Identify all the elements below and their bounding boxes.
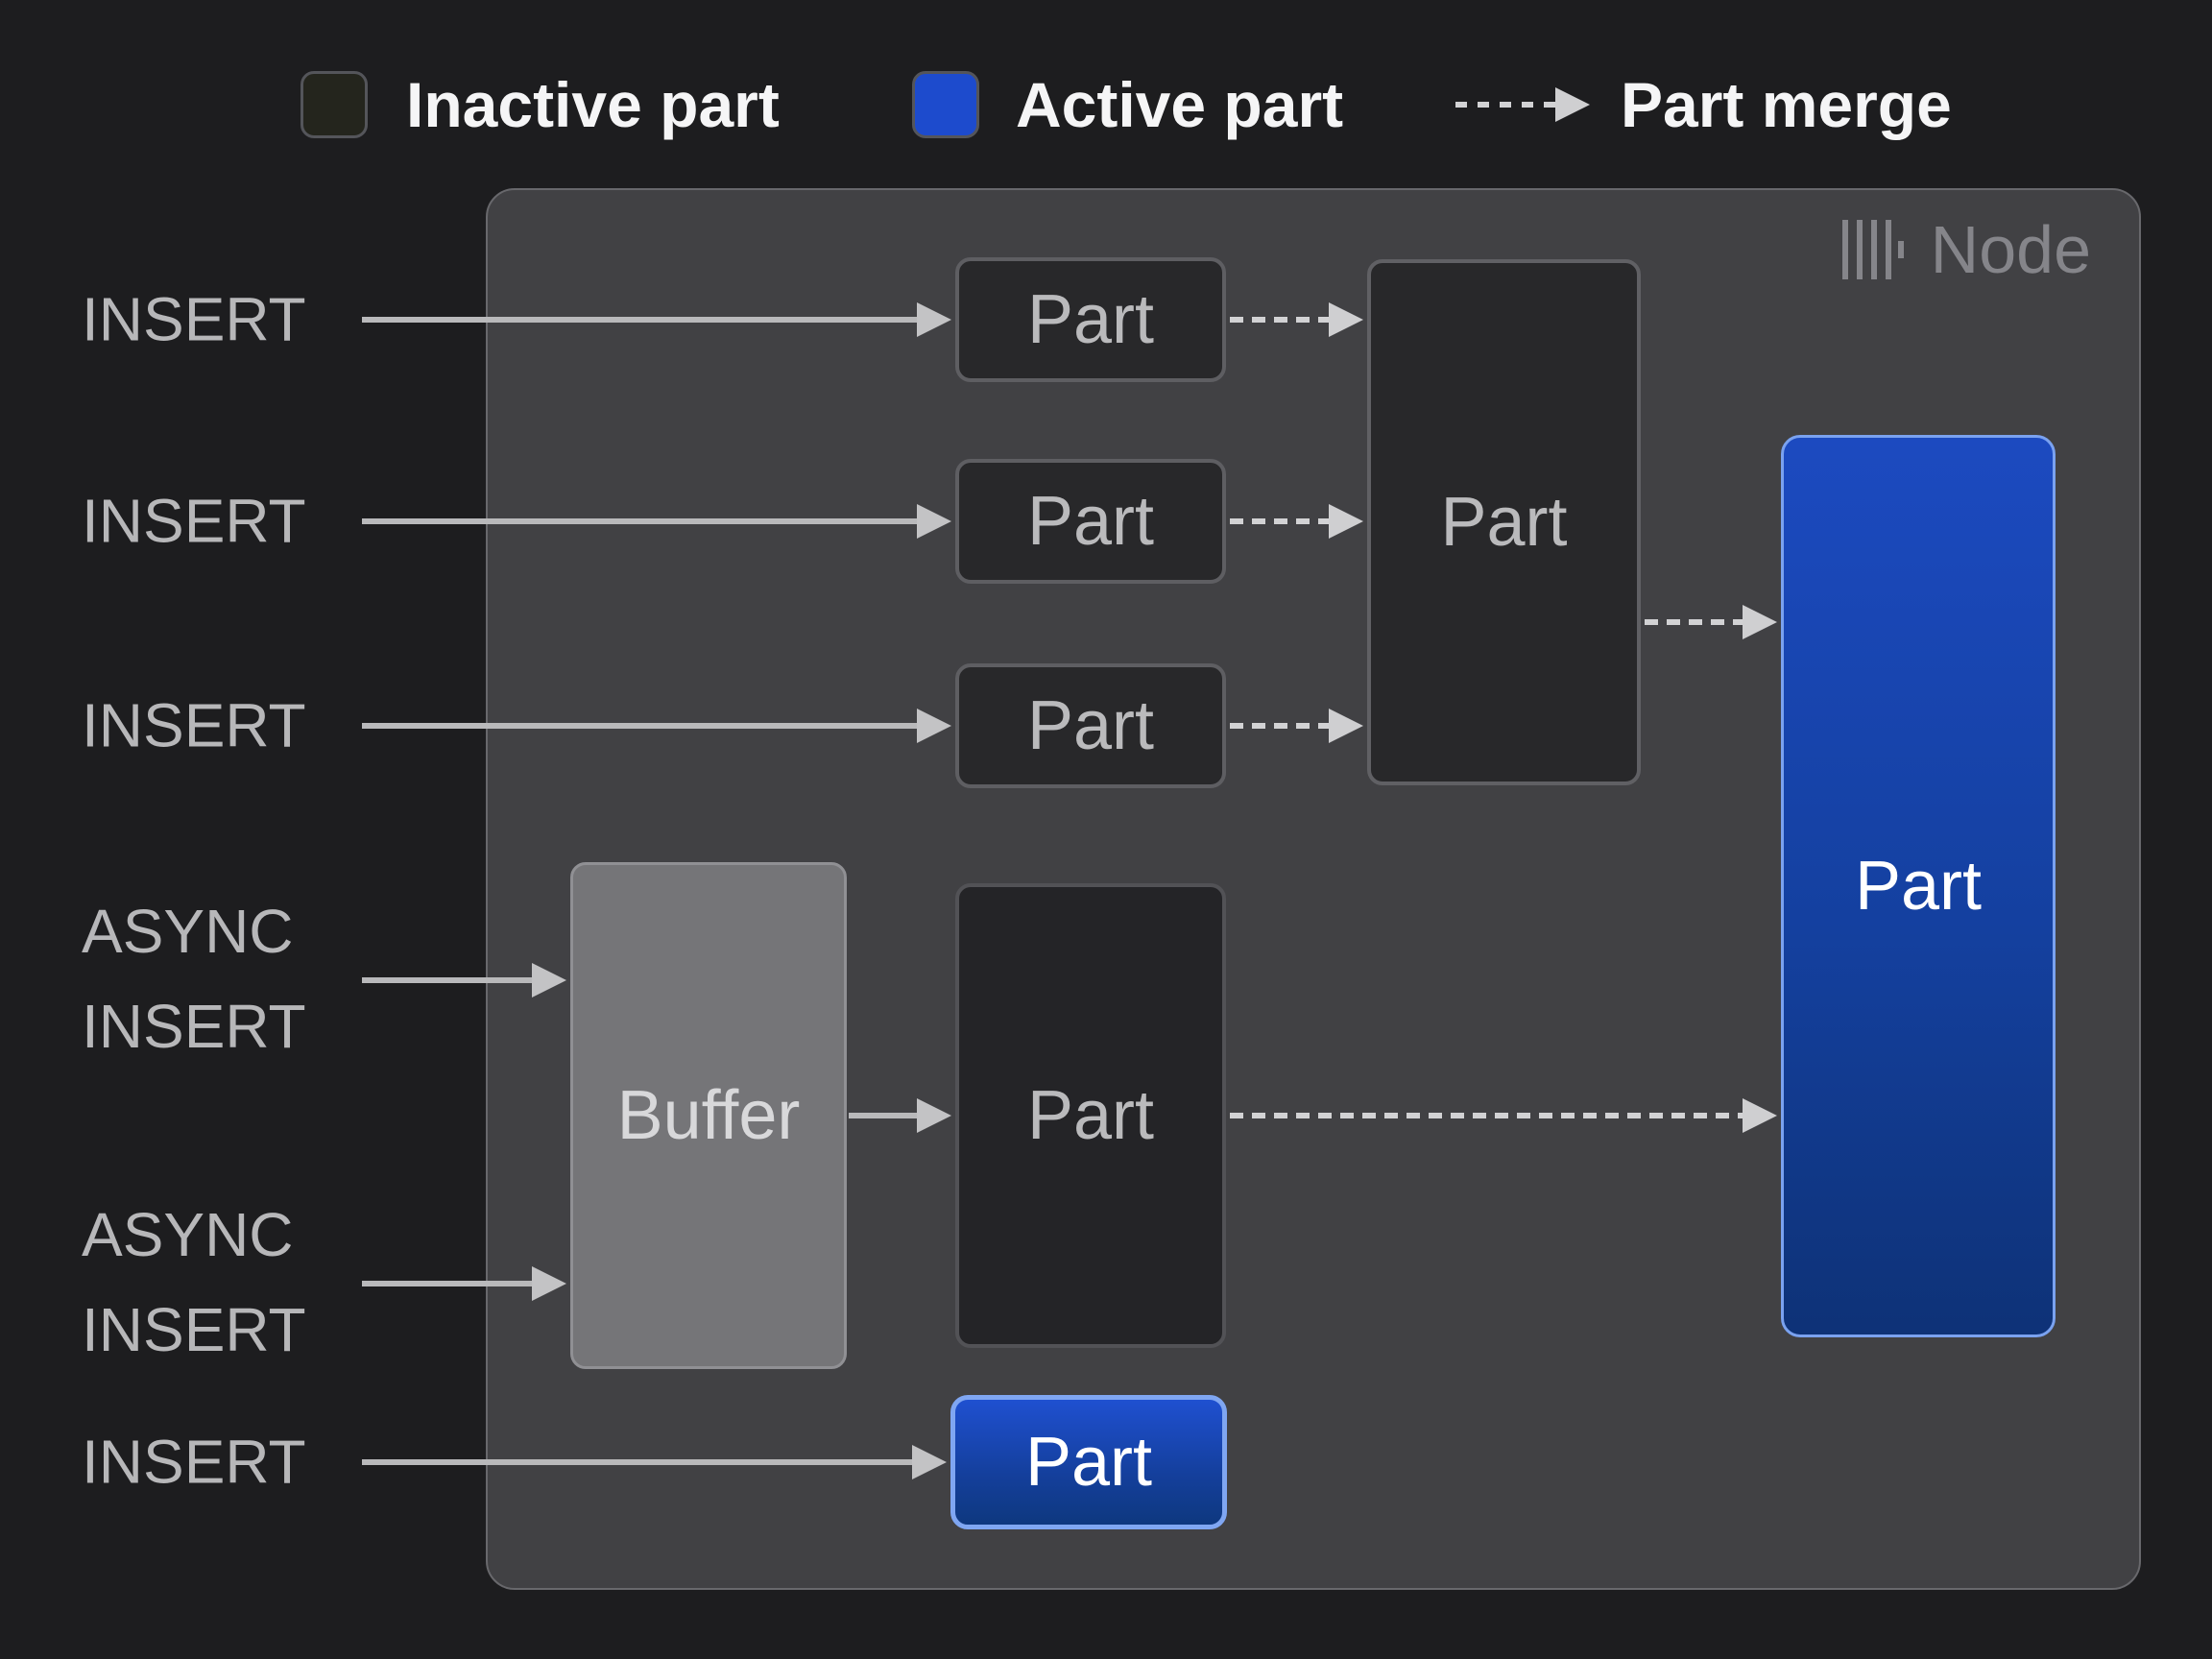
insert-label-3: INSERT xyxy=(82,690,306,760)
legend-active-swatch xyxy=(912,71,979,138)
legend-merge-label: Part merge xyxy=(1621,69,1952,140)
buffer-box: Buffer xyxy=(570,862,847,1369)
part-label: Part xyxy=(1026,281,1155,358)
clickhouse-icon xyxy=(1841,220,1904,279)
part-label: Part xyxy=(1026,1077,1155,1154)
node-header: Node xyxy=(1841,212,2091,287)
part-box-inactive-2: Part xyxy=(955,459,1226,584)
part-label: Part xyxy=(1440,484,1568,561)
insert-label-4: INSERT xyxy=(82,1427,306,1497)
part-box-active: Part xyxy=(1781,435,2056,1337)
legend-inactive-label: Inactive part xyxy=(406,69,780,140)
part-label: Part xyxy=(1026,687,1155,764)
async-insert-label-1: ASYNC INSERT xyxy=(82,897,306,1061)
insert-label-2: INSERT xyxy=(82,486,306,556)
buffer-label: Buffer xyxy=(616,1077,801,1154)
insert-label-1: INSERT xyxy=(82,284,306,354)
part-label: Part xyxy=(1854,848,1983,925)
part-box-inactive-3: Part xyxy=(955,663,1226,788)
part-label: Part xyxy=(1026,483,1155,560)
part-label: Part xyxy=(1024,1424,1153,1501)
part-box-active-bottom: Part xyxy=(950,1395,1227,1529)
legend-inactive-swatch xyxy=(301,71,368,138)
part-box-buffered: Part xyxy=(955,883,1226,1348)
async-insert-label-2: ASYNC INSERT xyxy=(82,1200,306,1364)
part-box-inactive-1: Part xyxy=(955,257,1226,382)
node-title: Node xyxy=(1930,212,2091,287)
part-box-merged: Part xyxy=(1367,259,1641,785)
legend-active-label: Active part xyxy=(1016,69,1344,140)
